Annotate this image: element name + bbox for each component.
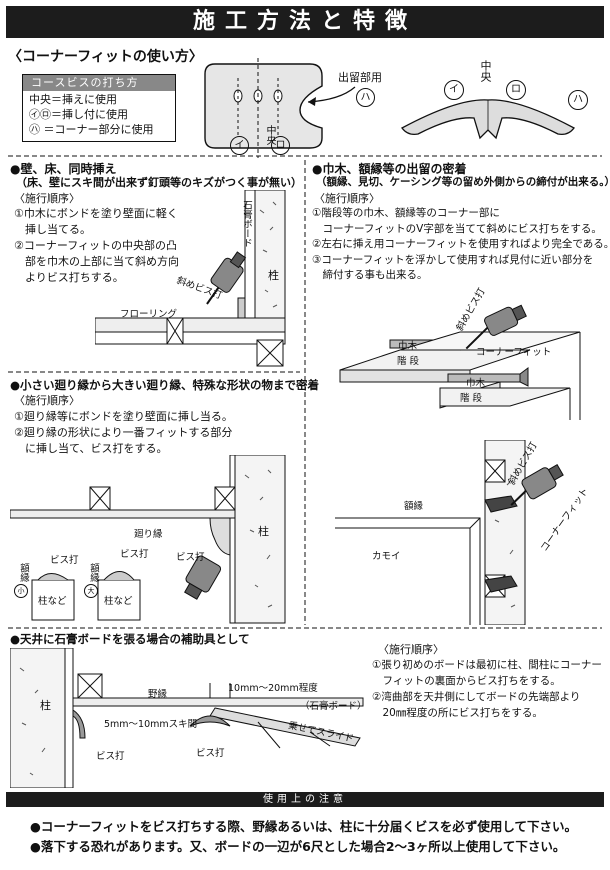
sec1-steps-heading: 〈施行順序〉 <box>14 192 80 205</box>
sec3-frame-label-large: 額縁 <box>88 563 99 582</box>
sec1-board-label: 石膏ボード <box>241 200 252 248</box>
sec2-title: ●巾木、額縁等の出留の密着 <box>312 162 467 176</box>
legend-title: コースビスの打ち方 <box>23 75 175 91</box>
sec5-step: フィットの裏面からビス打ちをする。 <box>372 675 561 687</box>
sec4-diagram <box>335 440 564 625</box>
sec2-steps: ①階段等の巾木、額縁等のコーナー部に コーナーフィットのV字部を当てて斜めにビス… <box>312 206 610 284</box>
plate-center-label: 中央 <box>264 125 275 145</box>
sec2-step: ①階段等の巾木、額縁等のコーナー部に <box>312 207 500 219</box>
arrow-icon <box>307 86 356 106</box>
sec2-baseboard-label-2: 巾木 <box>466 378 486 389</box>
corner-fit-profile-diagram <box>401 99 575 140</box>
sec5-board-label: （石膏ボード） <box>300 701 367 712</box>
sec3-screw-label-small: ビス打 <box>50 555 79 566</box>
sec1-step: 部を巾木の上部に当て斜め方向 <box>14 255 179 268</box>
sec2-step: ③コーナーフィットを浮かして使用すれば見付に近い部分を <box>312 253 594 266</box>
sec5-screw-label: ビス打 <box>196 748 225 759</box>
sec3-title: ●小さい廻り縁から大きい廻り縁、特殊な形状の物まで密着 <box>10 378 320 392</box>
corner-fit-plate-diagram <box>204 58 323 158</box>
legend-row-ir: ㋑㋺＝挿し付に使用 <box>29 108 128 121</box>
sec5-ceiling-label: 野縁 <box>148 689 168 700</box>
usage-heading: 〈コーナーフィットの使い方〉 <box>8 49 203 65</box>
sec2-baseboard-label-1: 巾木 <box>398 341 418 352</box>
sec2-stairs-label-1: 階段 <box>397 356 423 367</box>
sec4-frame-label: 額縁 <box>404 501 424 512</box>
legend-box: コースビスの打ち方 中央＝挿えに使用 ㋑㋺＝挿し付に使用 ㋩ ＝コーナー部分に使… <box>22 74 176 142</box>
sec1-title: ●壁、床、同時挿え <box>10 162 117 176</box>
sec3-pillar-label: 柱 <box>258 525 269 538</box>
sec2-fit-label: コーナーフィット <box>476 347 552 358</box>
sec3-steps: ①廻り縁等にボンドを塗り壁面に挿し当る。 ②廻り縁の形状により一番フィットする部… <box>14 409 233 457</box>
sec4-kamoi-label: カモイ <box>372 551 401 562</box>
mark-ha-plate: ハ <box>356 88 375 107</box>
sec5-pillar-label: 柱 <box>40 699 51 712</box>
sec3-screw-label-fit: ビス打 <box>176 552 205 563</box>
sec1-pillar-label: 柱 <box>268 269 279 282</box>
sec1-step: よりビス打ちする。 <box>14 271 124 284</box>
sec2-step: ②左右に挿え用コーナーフィットを使用すればより完全である。 <box>312 238 610 250</box>
sec3-diagram <box>10 455 286 624</box>
profile-center-label: 中央 <box>479 60 492 82</box>
mark-ha-profile: ハ <box>568 90 588 110</box>
sec3-pillar-etc-label-1: 柱など <box>38 596 67 607</box>
sec5-step: 20㎜程度の所にビス打ちをする。 <box>372 707 543 719</box>
sec2-step: コーナーフィットのV字部を当てて斜めにビス打ちをする。 <box>312 222 602 235</box>
sec2-stairs-label-2: 階段 <box>460 393 486 404</box>
sec3-large-mark: 大 <box>84 584 98 598</box>
sec3-frame-label-small: 額縁 <box>18 563 29 582</box>
mark-ro-profile: ロ <box>506 80 526 100</box>
sec2-stairs-diagram <box>339 304 581 420</box>
sec1-step: ①巾木にボンドを塗り壁面に軽く <box>14 207 178 220</box>
sec5-steps-heading: 〈施行順序〉 <box>378 643 444 656</box>
page-title: 施工方法と特徴 <box>6 6 604 38</box>
sec3-screw-label-large: ビス打 <box>120 549 149 560</box>
note-item-1: ●コーナーフィットをビス打ちする際、野縁あるいは、柱に十分届くビスを必ず使用して… <box>30 819 578 834</box>
sec1-diagram <box>95 190 286 367</box>
sec1-floor-label: フローリング <box>120 309 178 320</box>
sec1-subtitle: （床、壁にスキ間が出来ず釘頭等のキズがつく事が無い） <box>16 176 302 189</box>
note-item-2: ●落下する恐れがあります。又、ボードの一辺が6尺とした場合2〜3ヶ所以上使用して… <box>30 839 566 854</box>
sec3-step: に挿し当て、ビス打をする。 <box>14 442 168 455</box>
sec3-pillar-etc-label-2: 柱など <box>104 596 133 607</box>
mark-i: イ <box>230 136 249 155</box>
sec1-step: 挿し当てる。 <box>14 223 91 236</box>
sec5-step: ②湾曲部を天井側にしてボードの先端部より <box>372 691 581 703</box>
sec1-steps: ①巾木にボンドを塗り壁面に軽く 挿し当てる。 ②コーナーフィットの中央部の凸 部… <box>14 206 179 286</box>
sec3-small-mark: 小 <box>14 584 28 598</box>
sec3-molding-label: 廻り縁 <box>134 529 163 540</box>
sec5-gap-range-label: 10mm〜20mm程度 <box>228 683 318 694</box>
sec2-step: 締付する事も出来る。 <box>312 269 428 281</box>
sec5-diagram <box>10 648 364 788</box>
sec5-steps: ①張り初めのボードは最初に柱、間柱にコーナー フィットの裏面からビス打ちをする。… <box>372 657 602 721</box>
sec5-title: ●天井に石膏ボードを張る場合の補助具として <box>10 632 250 646</box>
sec2-steps-heading: 〈施行順序〉 <box>314 192 380 205</box>
sec2-subtitle: （額縁、見切、ケーシング等の留め外側からの締付が出来る。） <box>316 176 610 188</box>
sec5-gap-label: 5mm〜10mmスキ間 <box>104 719 198 730</box>
sec3-step: ①廻り縁等にボンドを塗り壁面に挿し当る。 <box>14 410 233 423</box>
corner-use-label: 出留部用 <box>338 71 382 84</box>
sec1-step: ②コーナーフィットの中央部の凸 <box>14 239 177 252</box>
sec3-step: ②廻り縁の形状により一番フィットする部分 <box>14 426 233 439</box>
mark-ro: ロ <box>271 136 290 155</box>
sec5-step: ①張り初めのボードは最初に柱、間柱にコーナー <box>372 659 602 671</box>
legend-row-ha: ㋩ ＝コーナー部分に使用 <box>29 123 154 136</box>
notes-heading: 使用上の注意 <box>6 792 604 807</box>
sec3-steps-heading: 〈施行順序〉 <box>14 394 80 407</box>
legend-row-center: 中央＝挿えに使用 <box>29 93 117 106</box>
mark-i-profile: イ <box>444 80 464 100</box>
sec5-screw-left-label: ビス打 <box>96 751 125 762</box>
